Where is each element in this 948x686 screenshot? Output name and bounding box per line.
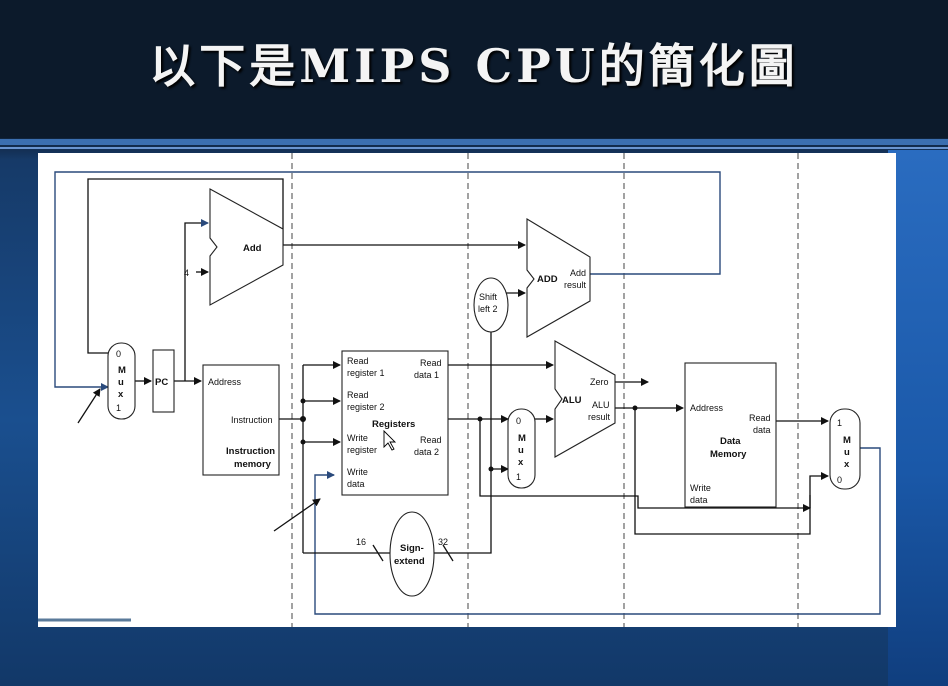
writeback-mux [829, 408, 861, 490]
pc-register [152, 349, 175, 413]
svg-text:Data: Data [720, 436, 741, 447]
svg-text:data: data [690, 495, 708, 505]
annotation-arrow-write [273, 498, 321, 532]
svg-text:32: 32 [438, 537, 448, 547]
svg-text:Read: Read [749, 413, 771, 423]
svg-text:M: M [118, 365, 126, 376]
sign-extend [389, 511, 435, 597]
svg-text:data 1: data 1 [414, 370, 439, 380]
svg-text:u: u [844, 447, 850, 458]
pc-label: PC [155, 377, 168, 388]
svg-text:u: u [118, 377, 124, 388]
svg-text:data 2: data 2 [414, 447, 439, 457]
title-divider [0, 139, 948, 145]
svg-text:1: 1 [116, 403, 121, 413]
instruction-memory [202, 364, 280, 476]
writeback-wire [314, 447, 881, 615]
register-file [341, 350, 449, 496]
svg-text:Write: Write [347, 433, 368, 443]
registers-label: Registers [372, 419, 415, 430]
add-label: Add [243, 243, 262, 254]
svg-text:register 2: register 2 [347, 402, 385, 412]
mux-left-in0: 0 [116, 349, 121, 359]
svg-text:Write: Write [347, 467, 368, 477]
svg-text:Address: Address [208, 377, 242, 387]
branch-feedback-wire [54, 171, 721, 391]
pc-mux [107, 342, 136, 420]
svg-text:Memory: Memory [710, 449, 747, 460]
svg-text:register 1: register 1 [347, 368, 385, 378]
svg-text:result: result [588, 412, 611, 422]
sign-ext-to-shift [432, 307, 492, 554]
svg-text:extend: extend [394, 556, 425, 567]
svg-text:data: data [347, 479, 365, 489]
mips-datapath-diagram: 0 M u x 1 PC Add 4 Address Instruction I… [38, 153, 881, 627]
background-stripe [888, 150, 948, 686]
svg-text:result: result [564, 280, 587, 290]
constant-four: 4 [184, 268, 189, 278]
pc-add-loop-wire [87, 178, 284, 354]
svg-text:Instruction: Instruction [231, 415, 273, 425]
slide-title: 以下是MIPS CPU的簡化圖 [149, 39, 799, 93]
pc-adder [209, 188, 284, 306]
alu-bypass-wire [634, 408, 829, 535]
svg-text:1: 1 [516, 472, 521, 482]
svg-text:ADD: ADD [537, 274, 558, 285]
branch-adder [526, 218, 591, 338]
bits16-slash [372, 544, 384, 562]
annotation-arrow-mux [77, 388, 101, 424]
svg-text:0: 0 [837, 475, 842, 485]
svg-text:x: x [518, 457, 524, 468]
svg-text:u: u [518, 445, 524, 456]
svg-text:register: register [347, 445, 377, 455]
read-data2-wire [448, 418, 811, 512]
svg-text:Sign-: Sign- [400, 543, 424, 554]
data-memory [684, 362, 777, 508]
svg-text:data: data [753, 425, 771, 435]
svg-text:Add: Add [570, 268, 586, 278]
svg-text:M: M [518, 433, 526, 444]
alu-src-mux [507, 408, 536, 489]
alu [554, 340, 616, 458]
svg-text:M: M [843, 435, 851, 446]
svg-text:0: 0 [516, 416, 521, 426]
svg-text:Address: Address [690, 403, 724, 413]
mouse-cursor-icon [383, 429, 397, 451]
title-divider-thin [0, 147, 948, 149]
svg-text:Zero: Zero [590, 377, 609, 387]
svg-text:Write: Write [690, 483, 711, 493]
svg-text:Shift: Shift [479, 292, 498, 302]
svg-text:Read: Read [420, 435, 442, 445]
svg-text:memory: memory [234, 459, 272, 470]
svg-text:x: x [118, 389, 124, 400]
bus-junction [300, 416, 306, 422]
svg-text:Read: Read [420, 358, 442, 368]
svg-text:16: 16 [356, 537, 366, 547]
svg-text:1: 1 [837, 418, 842, 428]
svg-text:Instruction: Instruction [226, 446, 275, 457]
alu-label: ALU [562, 395, 582, 406]
pc-to-add-wire [184, 219, 209, 381]
title-bar [0, 0, 948, 138]
svg-text:Read: Read [347, 390, 369, 400]
svg-text:left 2: left 2 [478, 304, 498, 314]
shift-left-2 [473, 277, 509, 333]
svg-text:ALU: ALU [592, 400, 610, 410]
svg-text:x: x [844, 459, 850, 470]
svg-text:Read: Read [347, 356, 369, 366]
